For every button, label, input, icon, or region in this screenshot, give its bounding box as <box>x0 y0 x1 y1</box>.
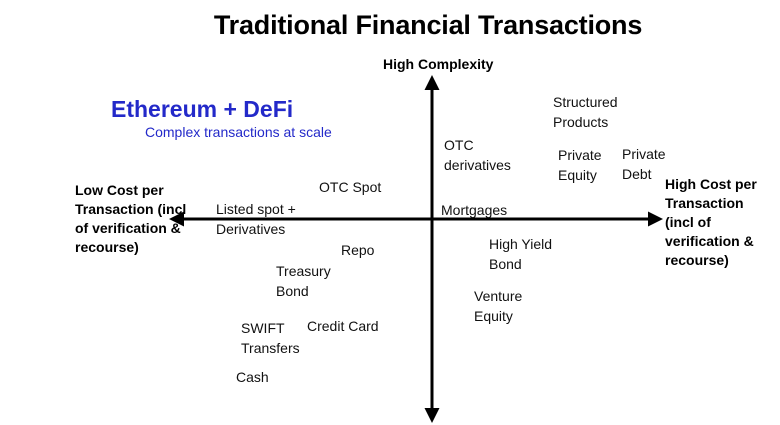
item-mortgages: Mortgages <box>441 202 508 218</box>
item-private-debt: Private Debt <box>622 146 666 182</box>
item-cash: Cash <box>236 369 269 385</box>
axis-label-right: High Cost per Transaction (incl of verif… <box>665 176 757 268</box>
defi-title: Ethereum + DeFi <box>111 96 294 122</box>
item-private-equity: Private Equity <box>558 147 602 183</box>
item-otc-derivatives: OTC derivatives <box>444 137 511 173</box>
axis-label-left: Low Cost per Transaction (incl of verifi… <box>75 182 187 255</box>
item-swift-transfers: SWIFT Transfers <box>241 320 300 356</box>
item-high-yield-bond: High Yield Bond <box>489 236 553 272</box>
item-treasury-bond: Treasury Bond <box>276 263 331 299</box>
item-credit-card: Credit Card <box>307 318 379 334</box>
item-venture-equity: Venture Equity <box>474 288 523 324</box>
page-title: Traditional Financial Transactions <box>213 10 643 40</box>
defi-subtitle: Complex transactions at scale <box>145 124 332 140</box>
item-structured-products: Structured Products <box>553 94 618 130</box>
item-listed-spot: Listed spot + Derivatives <box>216 201 296 237</box>
item-otc-spot: OTC Spot <box>319 179 382 195</box>
axis-label-top: High Complexity <box>383 56 494 72</box>
item-repo: Repo <box>341 242 375 258</box>
